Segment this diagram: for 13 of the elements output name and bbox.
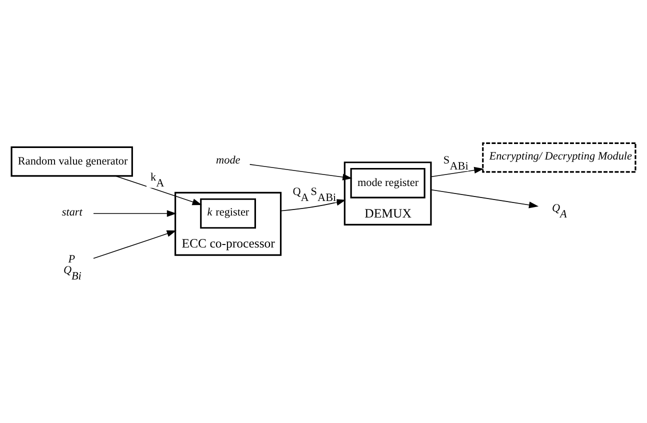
node-box: k register xyxy=(200,198,256,229)
arrow xyxy=(249,164,352,180)
arrow xyxy=(115,176,202,206)
arrow xyxy=(430,189,539,208)
arrow xyxy=(430,166,484,178)
arrow xyxy=(93,230,176,259)
node-text: mode xyxy=(216,154,240,167)
node-box: Encrypting/ Decrypting Module xyxy=(482,142,636,173)
arrow xyxy=(280,199,346,212)
node-text: start xyxy=(62,206,82,219)
node-box: mode register xyxy=(350,168,426,198)
arrow xyxy=(93,210,177,217)
node-box: Random value generator xyxy=(10,146,133,177)
